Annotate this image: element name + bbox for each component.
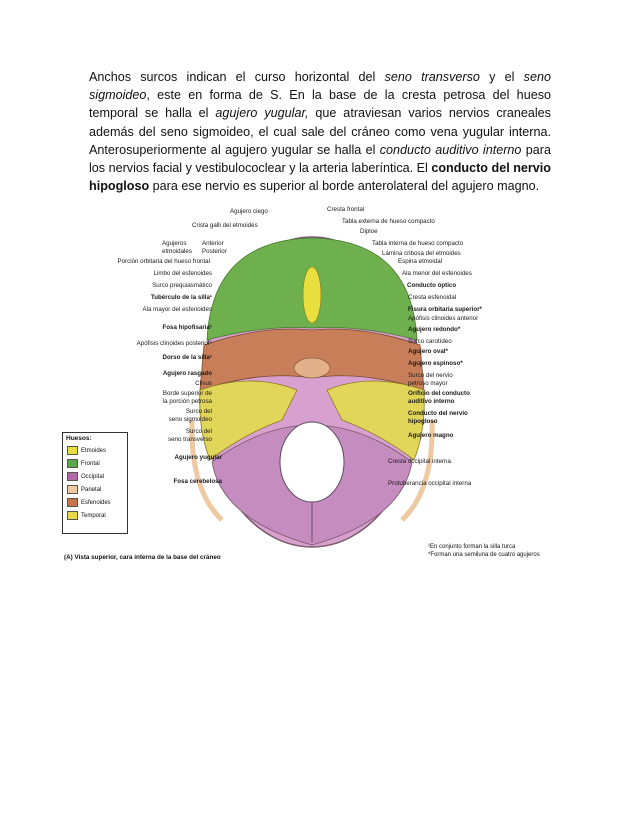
text-run: y el bbox=[479, 70, 524, 84]
label-tabla-externa: Tabla externa de hueso compacto bbox=[342, 218, 435, 225]
left-label-0: Porción orbitaria del hueso frontal bbox=[117, 258, 210, 265]
legend-swatch bbox=[67, 485, 78, 494]
ethmoid-bone bbox=[302, 266, 322, 324]
legend-label: Etmoides bbox=[81, 448, 107, 455]
label-posterior: Posterior bbox=[202, 248, 227, 255]
body-paragraph: Anchos surcos indican el curso horizonta… bbox=[89, 68, 551, 195]
label-agujeros: Agujeros bbox=[162, 240, 187, 247]
text-run: , este en forma de S. En la base de la c… bbox=[89, 88, 551, 121]
left-label-16: Agujero yugular bbox=[174, 454, 222, 461]
legend-swatch bbox=[67, 446, 78, 455]
right-label-14: Conducto del nervio bbox=[408, 410, 468, 417]
legend-item-2: Occipital bbox=[67, 472, 104, 481]
label-crista-galli: Crista galli del etmoides bbox=[192, 222, 258, 229]
term-conducto-auditivo: conducto auditivo interno bbox=[379, 142, 522, 157]
right-label-16: Agujero magno bbox=[408, 432, 454, 439]
note-silla-turca: ¹En conjunto forman la silla turca bbox=[428, 544, 516, 550]
right-label-5: Apófisis clinoides anterior bbox=[408, 315, 479, 322]
left-label-2: Surco prequiasmático bbox=[152, 282, 212, 289]
left-label-1: Limbo del esfenoides bbox=[153, 270, 212, 277]
label-etmoidales: etmoidales bbox=[162, 248, 192, 255]
right-label-0: Espina etmoidal bbox=[398, 258, 443, 265]
label-lamina-cribosa: Lámina cribosa del etmoides bbox=[382, 250, 461, 257]
legend-item-1: Frontal bbox=[67, 459, 100, 468]
legend-item-5: Temporal bbox=[67, 511, 106, 520]
left-label-6: Apófisis clinoides posterior¹ bbox=[136, 340, 212, 347]
note-semiluna: *Forman una semiluna de cuatro agujeros bbox=[428, 552, 540, 558]
label-agujero-ciego: Agujero ciego bbox=[230, 208, 268, 215]
right-label-4: Fisura orbitaria superior* bbox=[408, 306, 482, 313]
right-label-9: Agujero espinoso* bbox=[408, 360, 463, 367]
right-label-1: Ala menor del esfenoides bbox=[402, 270, 472, 277]
legend-label: Parietal bbox=[81, 487, 102, 494]
label-cresta-frontal: Cresta frontal bbox=[327, 206, 365, 213]
legend-swatch bbox=[67, 511, 78, 520]
label-tabla-interna: Tabla interna de hueso compacto bbox=[372, 240, 464, 247]
legend-label: Frontal bbox=[81, 461, 100, 468]
legend-label: Esfenoides bbox=[81, 500, 111, 507]
text-run: para ese nervio es superior al borde ant… bbox=[149, 179, 540, 194]
term-agujero-yugular: agujero yugular, bbox=[215, 106, 309, 121]
left-label-5: Fosa hipofisaria¹ bbox=[162, 324, 212, 331]
left-label-15: seno transverso bbox=[167, 436, 212, 443]
label-diploe: Diploe bbox=[360, 228, 378, 235]
left-label-10: Borde superior de bbox=[162, 390, 212, 397]
right-label-6: Agujero redondo* bbox=[408, 326, 461, 333]
temporal-bone-right bbox=[326, 380, 425, 461]
parietal-right bbox=[400, 419, 435, 522]
text-run: Anchos surcos indican el curso horizonta… bbox=[89, 70, 385, 84]
left-label-14: Surco del bbox=[185, 428, 212, 435]
right-label-2: Conducto óptico bbox=[407, 282, 457, 289]
parietal-left bbox=[189, 419, 224, 522]
left-label-7: Dorso de la silla¹ bbox=[162, 354, 212, 361]
left-label-4: Ala mayor del esfenoides bbox=[142, 306, 212, 313]
skull-base-figure: Agujero ciego Cresta frontal Tabla exter… bbox=[62, 200, 582, 580]
left-label-17: Fosa cerebelosa bbox=[173, 478, 223, 485]
left-label-11: la porción petrosa bbox=[162, 398, 212, 405]
legend-label: Occipital bbox=[81, 474, 105, 481]
figure-caption: (A) Vista superior, cara interna de la b… bbox=[64, 554, 221, 561]
right-label-13: auditivo interno bbox=[408, 398, 455, 405]
right-label-8: Agujero oval* bbox=[408, 348, 448, 355]
right-label-18: Protuberancia occipital interna bbox=[388, 480, 472, 487]
legend-label: Temporal bbox=[81, 513, 106, 520]
right-label-10: Surco del nervio bbox=[408, 372, 453, 379]
term-conducto-hipogloso: conducto del nervio hipogloso bbox=[89, 161, 551, 194]
sella-turcica bbox=[293, 357, 331, 379]
left-label-13: seno sigmoideo bbox=[168, 416, 212, 423]
text-run: que atraviesan varios nervios craneales … bbox=[89, 106, 551, 157]
figure-notes: ¹En conjunto forman la silla turca *Form… bbox=[428, 543, 540, 559]
label-anterior: Anterior bbox=[202, 240, 224, 247]
right-label-17: Cresta occipital interna bbox=[388, 458, 451, 465]
foramen-magnum bbox=[279, 421, 345, 503]
left-label-3: Tubérculo de la silla¹ bbox=[150, 294, 212, 301]
legend-item-0: Etmoides bbox=[67, 446, 106, 455]
skull-base-illustration bbox=[189, 236, 435, 548]
temporal-bone-left bbox=[199, 380, 298, 461]
left-label-8: Agujero rasgado bbox=[162, 370, 212, 377]
right-label-11: petroso mayor bbox=[408, 380, 448, 387]
right-label-12: Orificio del conducto bbox=[408, 390, 470, 397]
left-label-12: Surco del bbox=[185, 408, 212, 415]
right-label-3: Cresta esfenoidal bbox=[408, 294, 457, 301]
term-seno-transverso: seno transverso bbox=[384, 70, 480, 84]
text-run: para los nervios facial y vestibulococle… bbox=[89, 142, 551, 176]
left-label-9: Clivus bbox=[195, 380, 212, 387]
legend-swatch bbox=[67, 459, 78, 468]
legend-item-4: Esfenoides bbox=[67, 498, 111, 507]
legend-swatch bbox=[67, 498, 78, 507]
term-seno-sigmoideo: seno sigmoideo bbox=[89, 70, 551, 103]
legend-title: Huesos: bbox=[66, 435, 92, 442]
legend-swatch bbox=[67, 472, 78, 481]
right-label-15: hipogloso bbox=[408, 418, 438, 425]
legend-item-3: Parietal bbox=[67, 485, 101, 494]
right-label-7: Surco carotídeo bbox=[408, 338, 452, 345]
